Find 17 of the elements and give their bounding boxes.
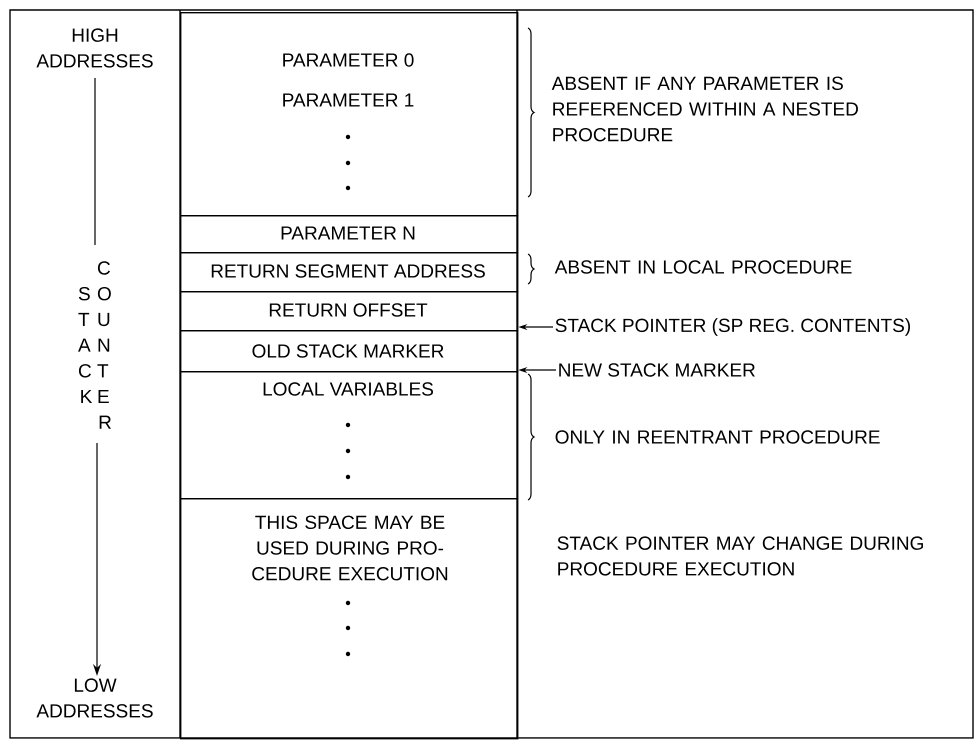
stack-cell: PARAMETER 0 PARAMETER 1 (180, 12, 518, 216)
stack-cell: LOCAL VARIABLES (180, 371, 518, 500)
pointer-label: NEW STACK MARKER (559, 363, 755, 377)
pointer-label: STACK POINTER (SP REG. CONTENTS) (556, 318, 910, 336)
stack-cell: RETURN SEGMENT ADDRESS (180, 252, 518, 292)
note-text: ONLY IN REENTRANT PROCEDURE (556, 430, 880, 444)
stack-cell: RETURN OFFSET (180, 291, 518, 332)
vertical-label: STACK (78, 286, 92, 404)
stack-cell: OLD STACK MARKER (180, 330, 518, 372)
note-text: ABSENT IN LOCAL PROCEDURE (554, 260, 852, 274)
stack-cell: PARAMETER N (180, 215, 518, 254)
address-label: LOW ADDRESSES (36, 678, 153, 718)
vertical-label: COUNTER (97, 261, 111, 429)
note-text: STACK POINTER MAY CHANGE DURING PROCEDURE EXECUTION (558, 536, 923, 576)
note-text: ABSENT IF ANY PARAMETER IS REFERENCED WITHIN A NESTED PROCEDURE (552, 76, 858, 142)
address-label: HIGH ADDRESSES (36, 28, 153, 68)
stack-cell: THIS SPACE MAY BE USED DURING PRO- CEDURE EXECUTION (180, 498, 518, 740)
